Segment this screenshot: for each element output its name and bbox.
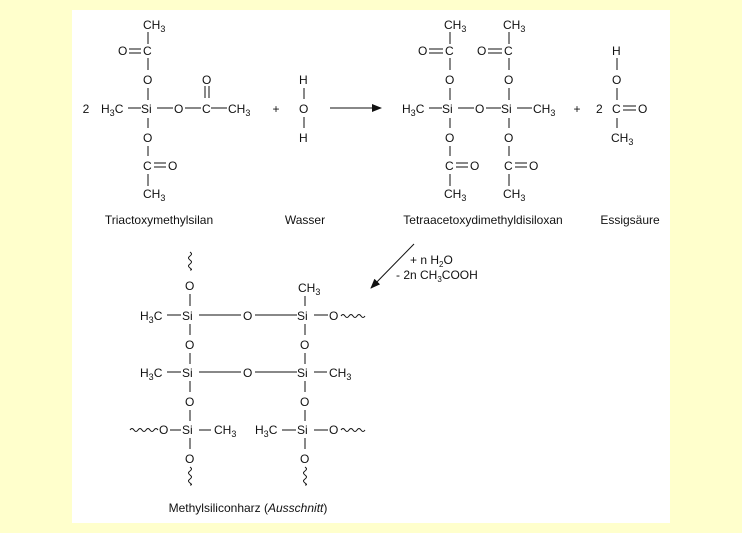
svg-text:CH3: CH3 xyxy=(533,102,555,118)
svg-text:C: C xyxy=(504,44,513,58)
coefficient-2b: 2 xyxy=(596,102,603,116)
condition-acid: - 2n CH3COOH xyxy=(396,268,478,284)
svg-text:Si: Si xyxy=(297,309,308,323)
condensation-arrow xyxy=(370,243,415,289)
svg-text:H3C: H3C xyxy=(140,366,163,382)
svg-text:O: O xyxy=(118,44,127,58)
svg-text:O: O xyxy=(174,102,183,116)
svg-text:C: C xyxy=(143,159,152,173)
svg-text:C: C xyxy=(202,102,211,116)
condition-water: + n H2O xyxy=(410,253,453,269)
svg-text:Si: Si xyxy=(442,102,453,116)
svg-text:CH3: CH3 xyxy=(444,187,466,203)
svg-text:O: O xyxy=(638,102,647,116)
diagram-panel xyxy=(72,10,670,523)
caption-triacetoxy: Triactoxymethylsilan xyxy=(105,213,213,227)
caption-resin: Methylsiliconharz (Ausschnitt) xyxy=(169,501,328,515)
coefficient-2: 2 xyxy=(83,102,90,116)
svg-text:H3C: H3C xyxy=(402,102,425,118)
svg-text:CH3: CH3 xyxy=(298,281,320,297)
svg-text:O: O xyxy=(418,44,427,58)
svg-text:O: O xyxy=(529,159,538,173)
svg-text:CH3: CH3 xyxy=(228,102,250,118)
svg-text:Si: Si xyxy=(182,366,193,380)
svg-text:O: O xyxy=(504,73,513,87)
svg-text:O: O xyxy=(185,279,194,293)
caption-wasser: Wasser xyxy=(285,213,325,227)
svg-text:C: C xyxy=(504,159,513,173)
svg-text:O: O xyxy=(477,44,486,58)
caption-essig: Essigsäure xyxy=(600,213,660,227)
svg-text:O: O xyxy=(143,73,152,87)
svg-text:O: O xyxy=(185,338,194,352)
svg-text:Si: Si xyxy=(297,366,308,380)
svg-text:O: O xyxy=(329,423,338,437)
svg-text:O: O xyxy=(159,423,168,437)
svg-text:O: O xyxy=(300,452,309,466)
svg-text:O: O xyxy=(300,395,309,409)
water-structure: H O H Wasser xyxy=(285,73,325,227)
plus-sign: + xyxy=(272,102,279,116)
svg-text:CH3: CH3 xyxy=(503,187,525,203)
svg-text:O: O xyxy=(243,309,252,323)
svg-text:O: O xyxy=(445,73,454,87)
svg-text:Si: Si xyxy=(297,423,308,437)
svg-text:CH3: CH3 xyxy=(444,18,466,34)
svg-text:Si: Si xyxy=(182,423,193,437)
svg-text:H3C: H3C xyxy=(101,102,124,118)
svg-text:H: H xyxy=(299,73,308,87)
svg-text:CH3: CH3 xyxy=(143,187,165,203)
svg-text:CH3: CH3 xyxy=(329,366,351,382)
svg-text:O: O xyxy=(168,159,177,173)
svg-text:Si: Si xyxy=(182,309,193,323)
svg-text:C: C xyxy=(445,44,454,58)
svg-text:O: O xyxy=(202,73,211,87)
svg-text:CH3: CH3 xyxy=(503,18,525,34)
svg-text:O: O xyxy=(299,102,308,116)
svg-text:O: O xyxy=(470,159,479,173)
tetraacetoxydimethyldisiloxane-structure: CH3 O C O CH3 O C O H3C Si O Si CH3 O C … xyxy=(402,18,563,227)
svg-text:C: C xyxy=(143,44,152,58)
svg-text:O: O xyxy=(185,395,194,409)
plus-sign-2: + xyxy=(573,102,580,116)
caption-tetra: Tetraacetoxydimethyldisiloxan xyxy=(403,213,562,227)
svg-text:O: O xyxy=(612,73,621,87)
svg-text:H3C: H3C xyxy=(255,423,278,439)
svg-text:C: C xyxy=(445,159,454,173)
methylsilicone-resin-structure: O H3C Si O O H3C Si O O O Si CH3 O CH3 S… xyxy=(129,251,366,515)
acetic-acid-structure: 2 H O C O CH3 Essigsäure xyxy=(596,44,660,227)
svg-text:O: O xyxy=(300,338,309,352)
svg-text:O: O xyxy=(504,131,513,145)
svg-text:CH3: CH3 xyxy=(214,423,236,439)
svg-text:CH3: CH3 xyxy=(143,18,165,34)
svg-text:O: O xyxy=(143,131,152,145)
svg-text:H: H xyxy=(299,131,308,145)
svg-text:H3C: H3C xyxy=(140,309,163,325)
svg-text:C: C xyxy=(612,102,621,116)
svg-text:CH3: CH3 xyxy=(611,131,633,147)
svg-text:Si: Si xyxy=(141,102,152,116)
svg-text:O: O xyxy=(243,366,252,380)
svg-text:H: H xyxy=(612,44,621,58)
svg-text:O: O xyxy=(475,102,484,116)
svg-text:O: O xyxy=(329,309,338,323)
svg-text:O: O xyxy=(185,452,194,466)
triacetoxymethylsilane-structure: 2 CH3 O C O H3C Si O C CH3 O O C O CH3 T… xyxy=(83,18,251,227)
svg-text:O: O xyxy=(445,131,454,145)
svg-text:Si: Si xyxy=(501,102,512,116)
